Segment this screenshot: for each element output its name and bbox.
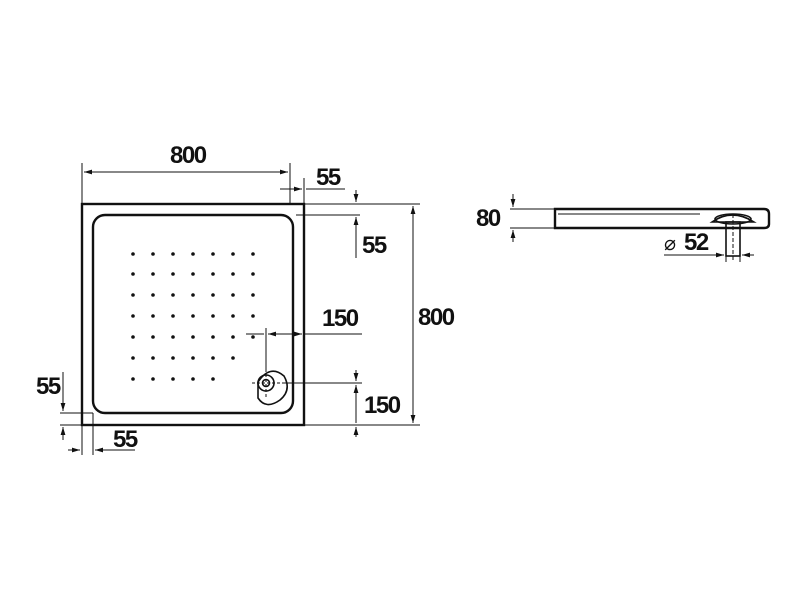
anti-slip-dot <box>131 314 135 318</box>
drain-icon <box>252 369 288 406</box>
dim-diameter-label: 52 <box>684 229 709 256</box>
anti-slip-dot <box>191 335 195 339</box>
anti-slip-dot <box>151 356 155 360</box>
anti-slip-dot <box>251 314 255 318</box>
anti-slip-dot <box>251 272 255 276</box>
dim-drain-y-label: 150 <box>364 392 401 419</box>
anti-slip-dot <box>211 272 215 276</box>
anti-slip-dot <box>191 377 195 381</box>
anti-slip-dot <box>131 293 135 297</box>
dimension-width: 800 <box>81 142 291 204</box>
dim-rim-right-label: 55 <box>362 232 387 259</box>
anti-slip-dot <box>191 293 195 297</box>
dim-diameter-symbol: ⌀ <box>664 233 676 255</box>
dimension-rim-right: 55 <box>296 190 388 259</box>
anti-slip-dot <box>191 272 195 276</box>
anti-slip-dot <box>251 335 255 339</box>
anti-slip-dot <box>171 356 175 360</box>
dimension-rim-bottom: 55 <box>68 413 139 455</box>
anti-slip-dot <box>131 377 135 381</box>
anti-slip-dot <box>211 356 215 360</box>
dimension-drain-diameter: ⌀ 52 <box>664 229 754 262</box>
drain-side-icon <box>709 213 757 262</box>
dimension-drain-y: 150 <box>282 370 402 437</box>
dim-height-label: 800 <box>418 304 455 331</box>
basin-outline <box>91 213 295 415</box>
anti-slip-dot <box>211 377 215 381</box>
anti-slip-dot <box>151 293 155 297</box>
anti-slip-dot <box>231 314 235 318</box>
dim-rim-bottom-label: 55 <box>113 426 138 453</box>
anti-slip-dot <box>171 335 175 339</box>
anti-slip-dot <box>151 335 155 339</box>
anti-slip-dot <box>211 293 215 297</box>
anti-slip-dot <box>231 272 235 276</box>
dim-thickness-label: 80 <box>476 205 501 232</box>
anti-slip-dot <box>251 293 255 297</box>
dim-rim-left-label: 55 <box>36 373 61 400</box>
anti-slip-dot <box>131 335 135 339</box>
anti-slip-dot <box>171 377 175 381</box>
anti-slip-dot <box>151 272 155 276</box>
dimension-height: 800 <box>304 203 456 426</box>
anti-slip-dot <box>131 356 135 360</box>
anti-slip-dot <box>231 293 235 297</box>
anti-slip-dot <box>211 252 215 256</box>
tray-outline <box>80 202 306 427</box>
dimension-thickness: 80 <box>476 194 555 242</box>
dimension-drain-x: 150 <box>246 305 362 372</box>
anti-slip-dot <box>131 252 135 256</box>
anti-slip-dot <box>191 252 195 256</box>
anti-slip-dot <box>191 314 195 318</box>
anti-slip-dot <box>211 314 215 318</box>
tray-side-view <box>553 207 771 262</box>
anti-slip-dot <box>151 252 155 256</box>
anti-slip-dot <box>151 377 155 381</box>
anti-slip-dot <box>231 252 235 256</box>
anti-slip-dot <box>131 272 135 276</box>
anti-slip-dot <box>211 335 215 339</box>
anti-slip-dots <box>131 252 255 381</box>
anti-slip-dot <box>251 252 255 256</box>
dim-width-label: 800 <box>170 142 207 169</box>
anti-slip-dot <box>171 314 175 318</box>
dim-drain-x-label: 150 <box>322 305 359 332</box>
tray-top-view <box>80 202 306 427</box>
anti-slip-dot <box>231 356 235 360</box>
anti-slip-dot <box>191 356 195 360</box>
anti-slip-dot <box>171 272 175 276</box>
anti-slip-dot <box>151 314 155 318</box>
dim-rim-top-label: 55 <box>316 164 341 191</box>
anti-slip-dot <box>171 252 175 256</box>
dimension-rim-top: 55 <box>280 164 345 204</box>
dimension-rim-left: 55 <box>36 372 93 440</box>
anti-slip-dot <box>171 293 175 297</box>
anti-slip-dot <box>231 335 235 339</box>
